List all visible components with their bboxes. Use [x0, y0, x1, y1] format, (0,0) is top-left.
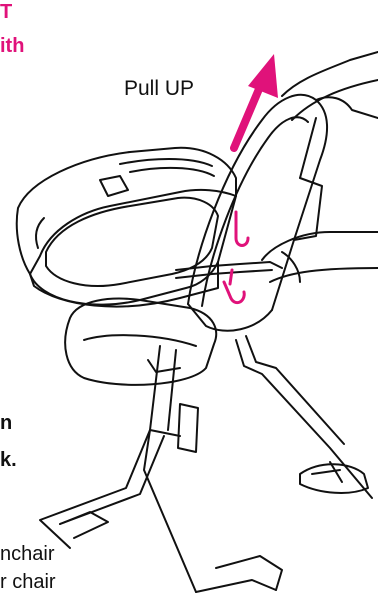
seat-cushion — [64, 297, 218, 386]
instruction-fragment-top-line1: T — [0, 1, 13, 23]
tray — [15, 146, 237, 308]
instruction-fragment-bottom-line2: r chair — [0, 571, 56, 593]
hook-icon — [222, 210, 250, 305]
arrow-up-right-icon — [230, 54, 278, 152]
instruction-fragment-top-line2: ith — [0, 35, 25, 57]
pull-up-label: Pull UP — [124, 77, 195, 100]
instruction-fragment-mid-line1: n — [0, 412, 13, 434]
hands — [261, 51, 378, 283]
instruction-fragment-bottom-line1: nchair — [0, 543, 55, 565]
instruction-fragment-mid-line2: k. — [0, 449, 17, 471]
seat-back — [187, 93, 329, 332]
frame-legs — [39, 335, 373, 593]
